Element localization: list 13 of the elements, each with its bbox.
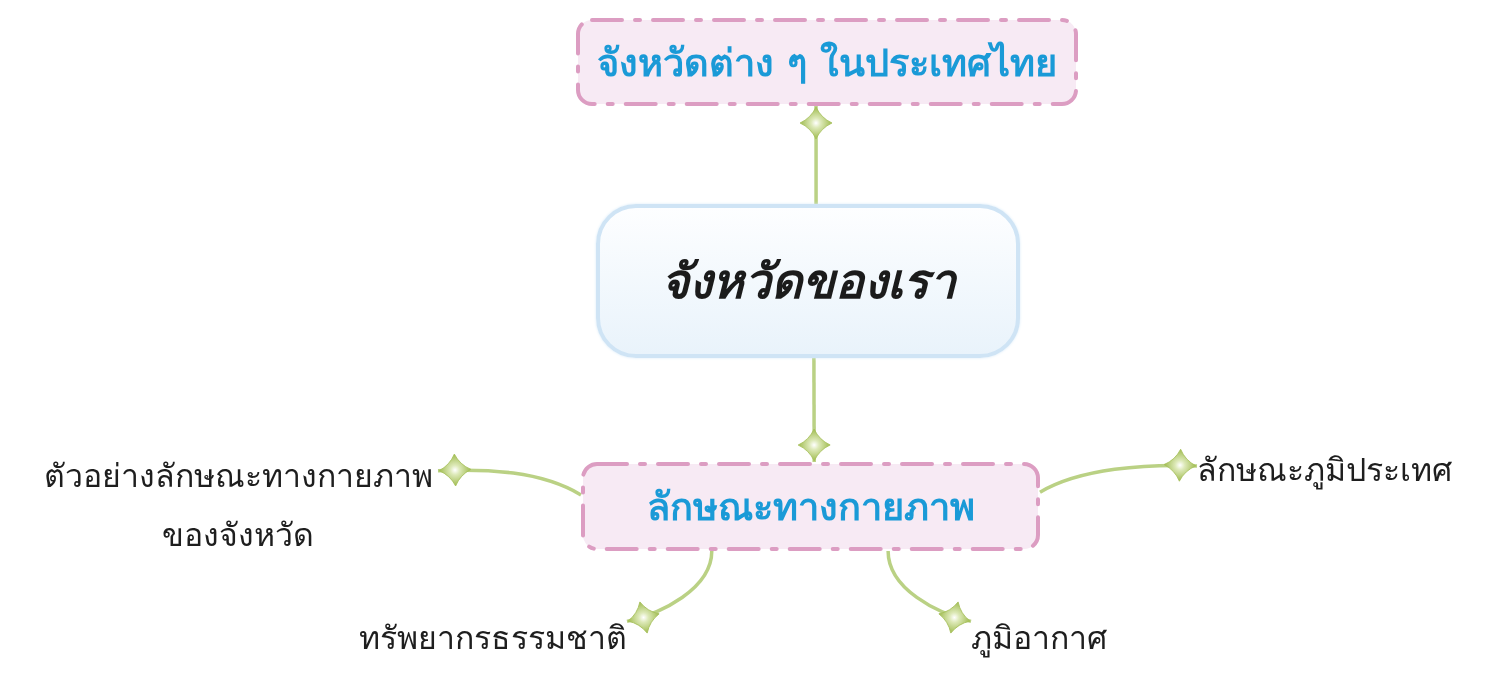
- connector-line: [797, 358, 831, 462]
- connector-line: [626, 550, 714, 633]
- topic-box: จังหวัดต่าง ๆ ในประเทศไทย: [576, 18, 1078, 106]
- subtopic-text: ภูมิอากาศ: [971, 616, 1107, 661]
- subtopic-text: ลักษณะภูมิประเทศ: [1197, 448, 1452, 493]
- connector-line: [799, 106, 833, 204]
- connector-line: [886, 550, 972, 633]
- subtopic-text: ทรัพยากรธรรมชาติ: [359, 616, 627, 661]
- main-topic-box: จังหวัดของเรา: [596, 204, 1020, 358]
- subtopic-text: ตัวอย่างลักษณะทางกายภาพ ของจังหวัด: [38, 447, 438, 566]
- connector-line: [1039, 449, 1198, 494]
- topic-box: ลักษณะทางกายภาพ: [581, 462, 1040, 551]
- connector-line: [437, 453, 582, 497]
